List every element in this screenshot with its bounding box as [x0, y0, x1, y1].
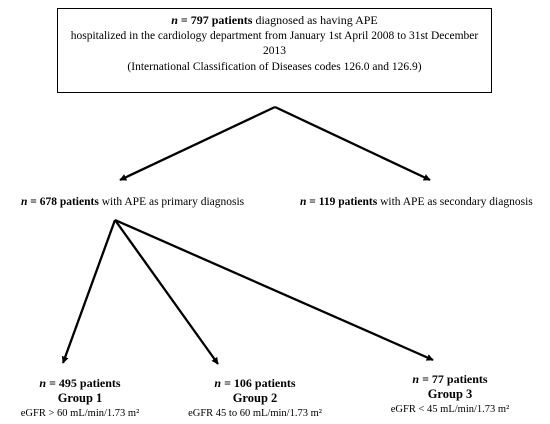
total-count: = 797 patients — [177, 13, 253, 27]
primary-count: = 678 patients — [27, 196, 99, 208]
n-symbol: n — [300, 196, 307, 208]
primary-description: with APE as primary diagnosis — [98, 196, 245, 208]
arrow-to-group-1 — [61, 219, 117, 364]
arrow-to-primary — [119, 105, 276, 182]
total-description: diagnosed as having APE — [252, 13, 378, 27]
arrow-to-group-3 — [114, 218, 434, 362]
group-2-egfr: eGFR 45 to 60 mL/min/1.73 m² — [188, 408, 322, 419]
secondary-description: with APE as secondary diagnosis — [377, 196, 533, 208]
group-3-node: n = 77 patients Group 3 eGFR < 45 mL/min… — [375, 372, 525, 417]
primary-diagnosis-label: n = 678 patients with APE as primary dia… — [21, 195, 244, 209]
group-3-name: Group 3 — [427, 387, 473, 401]
n-symbol: n — [214, 376, 222, 390]
group-1-node: n = 495 patients Group 1 eGFR > 60 mL/mi… — [0, 376, 160, 421]
group-3-count: = 77 patients — [419, 372, 488, 386]
secondary-count: = 119 patients — [306, 196, 378, 208]
group-2-name: Group 2 — [232, 391, 278, 405]
group-2-node: n = 106 patients Group 2 eGFR 45 to 60 m… — [170, 376, 340, 421]
total-patients-box: n = 797 patients diagnosed as having APE… — [57, 8, 492, 93]
arrow-to-group-2 — [114, 219, 219, 365]
n-symbol: n — [412, 372, 420, 386]
group-3-egfr: eGFR < 45 mL/min/1.73 m² — [390, 404, 510, 415]
n-symbol: n — [21, 196, 28, 208]
group-1-egfr: eGFR > 60 mL/min/1.73 m² — [20, 408, 140, 419]
group-1-count: = 495 patients — [46, 376, 121, 390]
group-2-count: = 106 patients — [221, 376, 296, 390]
total-patients-line: n = 797 patients diagnosed as having APE — [58, 13, 491, 29]
arrow-to-secondary — [274, 105, 431, 182]
icd-codes: (International Classification of Disease… — [127, 60, 422, 73]
n-symbol: n — [171, 13, 178, 27]
n-symbol: n — [39, 376, 47, 390]
group-1-name: Group 1 — [57, 391, 103, 405]
secondary-diagnosis-label: n = 119 patients with APE as secondary d… — [300, 195, 533, 209]
hospitalization-period: hospitalized in the cardiology departmen… — [70, 29, 479, 58]
